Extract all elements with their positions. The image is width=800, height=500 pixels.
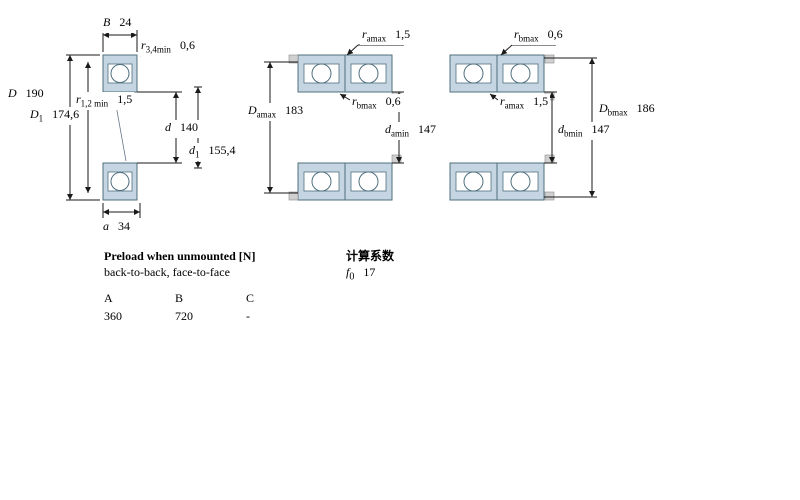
dim-value: 155,4 [208,143,236,157]
dim-label-D1: D1 174,6 [28,107,82,126]
dim-label-ramax-pair1: ramax 1,5 [360,27,413,46]
preload-col-c-header: C [246,291,255,305]
dim-symbol: D [30,107,39,121]
dim-symbol: r [500,94,505,108]
f0-symbol: f [346,265,350,279]
dim-symbol: D [248,103,257,117]
dim-subscript: bmax [607,107,628,118]
dim-label-Damax: Damax 183 [246,103,306,122]
dim-subscript: 1 [38,113,44,124]
dim-value: 24 [119,15,132,29]
dim-subscript: bmin [564,128,583,139]
dim-subscript: 3,4min [145,44,171,55]
dim-label-rbmax-pair2: rbmax 0,6 [512,27,565,46]
dim-label-a: a 34 [101,219,132,238]
dim-subscript: 1,2 min [80,98,109,109]
dim-subscript: amax [504,100,525,111]
preload-table-value-row: 360 720 - [104,309,317,323]
bearing-pair-figure-2 [449,54,545,201]
dim-label-Dbmax: Dbmax 186 [597,101,657,120]
dim-subscript: amax [366,33,387,44]
dim-value: 140 [180,120,198,134]
dim-value: 34 [118,219,130,233]
dim-symbol: B [103,15,111,29]
dim-subscript: amax [256,109,277,120]
preload-value-c: - [246,309,250,323]
dim-value: 1,5 [533,94,549,108]
dim-value: 190 [25,86,44,100]
dim-value: 1,5 [395,27,411,41]
preload-subtitle: back-to-back, face-to-face [104,265,230,279]
dim-subscript: amin [391,128,409,139]
dim-label-B: B 24 [101,15,134,34]
dim-symbol: r [141,38,146,52]
dim-symbol: D [8,86,17,100]
dim-symbol: r [352,94,357,108]
dim-symbol: r [76,92,81,106]
dim-value: 147 [591,122,610,136]
dim-symbol: a [103,219,109,233]
dim-value: 0,6 [179,38,195,52]
f0-subscript: 0 [349,271,355,283]
dim-symbol: r [514,27,519,41]
dim-symbol: d [189,143,195,157]
dim-label-ramax-pair2: ramax 1,5 [498,94,551,113]
dim-label-d: d 140 [163,120,200,139]
dim-value: 186 [636,101,655,115]
dim-subscript: 1 [195,149,200,160]
single-bearing-figure [102,54,138,201]
dim-value: 0,6 [385,94,401,108]
preload-value-b: 720 [175,309,193,323]
dim-label-rbmax-pair1: rbmax 0,6 [350,94,403,113]
dim-label-d1: d1 155,4 [187,143,238,162]
dim-symbol: d [385,122,391,136]
preload-title: Preload when unmounted [N] [104,249,256,263]
dim-value: 1,5 [117,92,133,106]
dim-value: 174,6 [52,107,80,121]
preload-col-a-header: A [104,291,113,305]
f0-factor: f0 17 [346,265,375,284]
dim-subscript: bmax [356,100,377,111]
preload-value-a: 360 [104,309,122,323]
dim-label-r12min: r1,2 min 1,5 [74,92,135,111]
calculation-factors-title: 计算系数 [346,249,395,263]
dim-label-D: D 190 [6,86,46,105]
dim-value: 0,6 [547,27,563,41]
dim-label-dbmin: dbmin 147 [556,122,612,141]
preload-col-b-header: B [175,291,184,305]
dim-value: 147 [418,122,436,136]
bearing-pair-figure-1 [297,54,393,201]
preload-table-header-row: A B C [104,291,317,305]
f0-value: 17 [363,265,376,279]
dim-symbol: d [165,120,171,134]
dim-label-damin: damin 147 [383,122,438,141]
dim-value: 183 [285,103,304,117]
dim-subscript: bmax [518,33,539,44]
dim-symbol: D [599,101,608,115]
dim-label-r34min: r3,4min 0,6 [139,38,197,57]
dim-symbol: r [362,27,367,41]
dim-symbol: d [558,122,564,136]
